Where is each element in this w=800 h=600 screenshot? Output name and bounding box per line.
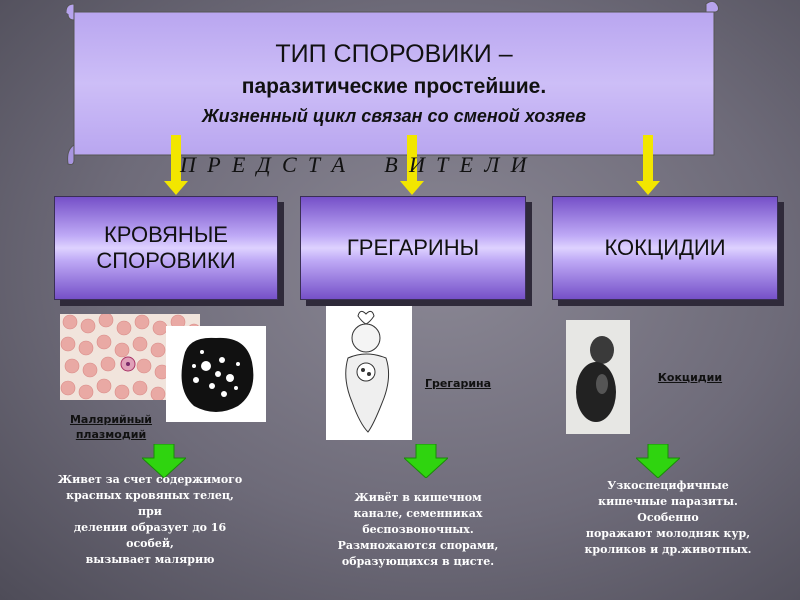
description-coccidia: Узкоспецифичные кишечные паразиты. Особе… (568, 478, 768, 558)
description-gregarine: Живёт в кишечном канале, семенниках бесп… (318, 490, 518, 570)
green-arrow-2 (404, 444, 448, 478)
title-line-2: паразитические простейшие. (78, 75, 710, 99)
title-line-3: Жизненный цикл связан со сменой хозяев (78, 106, 710, 127)
yellow-arrow-3 (640, 135, 656, 195)
group-label-1: КРОВЯНЫЕ СПОРОВИКИ (96, 222, 235, 274)
caption-gregarine: Грегарина (418, 376, 498, 391)
coccidia-image (566, 320, 630, 434)
representatives-label: П Р Е Д С Т А В И Т Е Л И (180, 152, 527, 178)
gregarine-image (326, 306, 412, 440)
green-arrow-3 (636, 444, 680, 478)
caption-plasmodium: Малярийный плазмодий (56, 412, 166, 442)
caption-coccidia: Кокцидии (650, 370, 730, 385)
title-line-1: ТИП СПОРОВИКИ – (78, 40, 710, 69)
group-box-coccidia: КОКЦИДИИ (552, 196, 778, 300)
group-label-3: КОКЦИДИИ (604, 235, 725, 261)
group-box-blood-sporozoans: КРОВЯНЫЕ СПОРОВИКИ (54, 196, 278, 300)
group-label-2: ГРЕГАРИНЫ (347, 235, 479, 261)
group-box-gregarines: ГРЕГАРИНЫ (300, 196, 526, 300)
plasmodium-image (166, 326, 266, 422)
description-plasmodium: Живет за счет содержимого красных кровян… (40, 472, 260, 568)
